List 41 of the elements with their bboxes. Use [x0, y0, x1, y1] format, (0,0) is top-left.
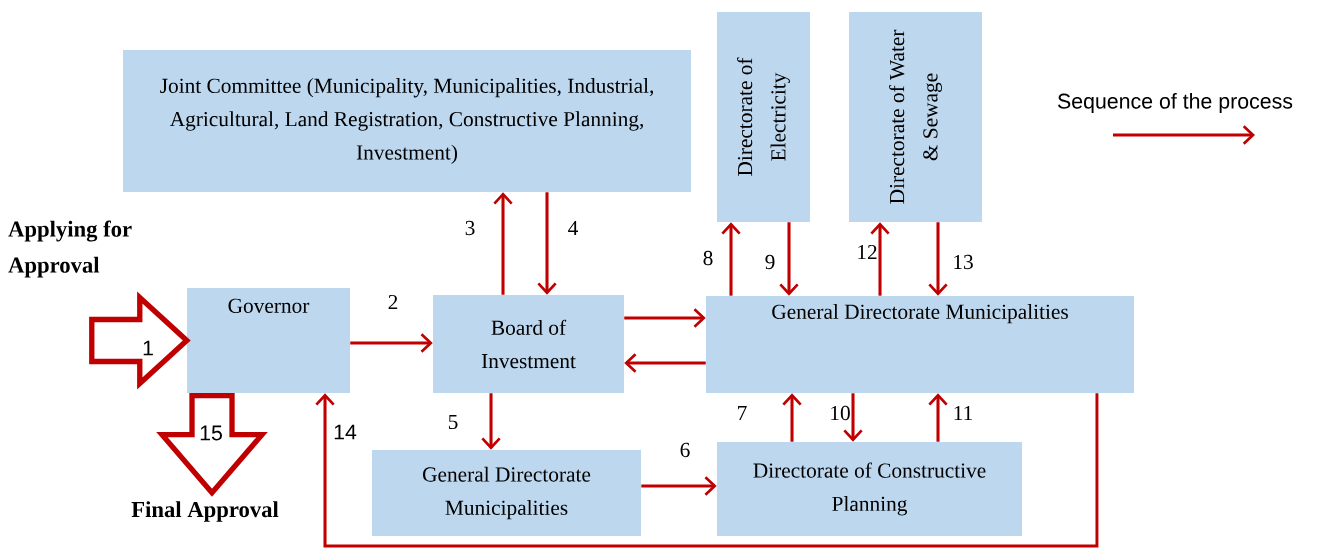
edge-label: 14	[334, 424, 357, 440]
arrow	[843, 393, 863, 442]
arrow	[537, 192, 557, 295]
edge-label: 11	[954, 405, 972, 421]
arrow	[779, 222, 799, 296]
edge-label: 8	[703, 250, 713, 266]
stage-label: Applying for Approval	[8, 220, 132, 278]
process-box: General Directorate Municipalities	[706, 295, 1134, 393]
arrow	[315, 393, 1099, 548]
edge-label: 4	[568, 221, 578, 235]
arrow	[624, 353, 706, 373]
edge-label: 2	[388, 294, 398, 310]
edge-label: 12	[858, 244, 877, 260]
arrow	[928, 393, 948, 442]
arrow	[782, 393, 802, 442]
edge-label: 10	[831, 405, 850, 421]
edge-label: 9	[765, 254, 775, 270]
legend-text: Sequence of the process	[1057, 93, 1293, 113]
edge-label: 15	[200, 425, 222, 441]
arrow	[481, 393, 501, 450]
arrow	[493, 192, 513, 295]
process-box: Directorate of Constructive Planning	[717, 442, 1023, 536]
arrow	[624, 308, 706, 328]
edge-label: 13	[954, 254, 973, 270]
process-box: Directorate of Water & Sewage	[849, 12, 983, 222]
edge-label: 1	[143, 340, 153, 356]
process-box: Joint Committee (Municipality, Municipalities, Industrial, Agricultural, Land Registration, Constructive Planning, Investment)	[123, 50, 691, 192]
edge-label: 6	[680, 442, 690, 458]
arrow	[721, 222, 741, 296]
arrow	[928, 222, 948, 296]
edge-label: 5	[448, 414, 458, 430]
edge-label: 7	[738, 406, 747, 420]
process-box: Governor	[187, 287, 350, 393]
arrow	[641, 476, 717, 496]
arrow	[870, 222, 890, 296]
process-box: Directorate of Electricity	[717, 12, 811, 222]
process-box: Board of Investment	[433, 295, 624, 393]
process-box: General Directorate Municipalities	[372, 450, 642, 536]
arrow	[350, 333, 433, 353]
stage-label: Final Approval	[131, 501, 279, 522]
edge-label: 3	[465, 220, 475, 236]
